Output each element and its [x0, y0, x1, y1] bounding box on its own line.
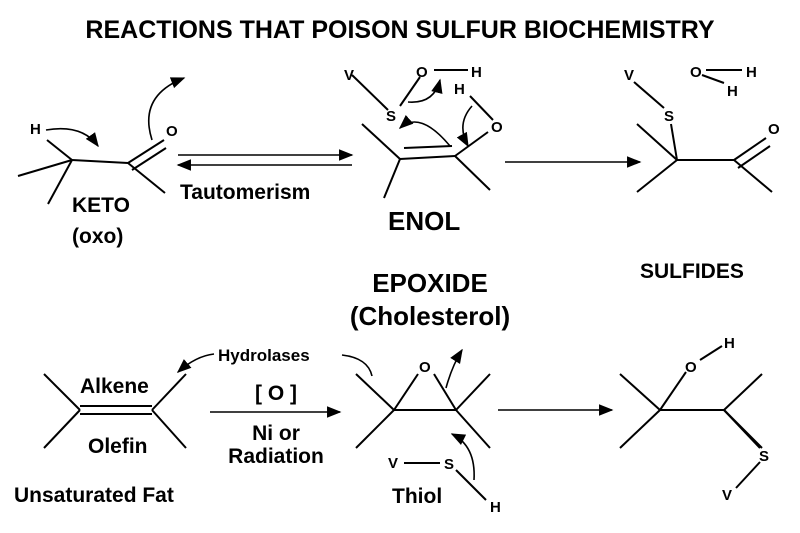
- oxo-label: (oxo): [72, 225, 123, 248]
- equilibrium-arrows: [176, 149, 354, 171]
- thiol-s-atom: S: [444, 456, 454, 473]
- hydrolases-label: Hydrolases: [218, 346, 310, 365]
- alkene-molecule: [43, 353, 215, 449]
- enol-s-atom: S: [386, 108, 396, 125]
- sulfides-label: SULFIDES: [640, 260, 744, 283]
- enol-label: ENOL: [388, 206, 460, 236]
- enol-v-atom: V: [344, 67, 354, 84]
- keto-label: KETO: [72, 194, 130, 217]
- thiol-h-atom: H: [490, 499, 501, 516]
- thiol-label: Thiol: [392, 485, 442, 508]
- water-h2-atom: H: [727, 83, 738, 100]
- enol-molecule: V S O H H O: [344, 64, 503, 199]
- product-v-atom: V: [722, 487, 732, 504]
- enol-h-atom: H: [454, 81, 465, 98]
- thiol-v-atom: V: [388, 455, 398, 472]
- unsaturated-fat-label: Unsaturated Fat: [14, 484, 174, 507]
- oxidant-label: [ O ]: [255, 382, 297, 405]
- enol-water-h-atom: H: [471, 64, 482, 81]
- alkene-label: Alkene: [80, 375, 149, 398]
- diagram-title: REACTIONS THAT POISON SULFUR BIOCHEMISTR…: [85, 16, 715, 44]
- tautomerism-label: Tautomerism: [180, 181, 310, 204]
- product-s-atom: S: [759, 448, 769, 465]
- epoxide-o-atom: O: [419, 359, 431, 376]
- enol-water-o-atom: O: [416, 64, 428, 81]
- water-h1-atom: H: [746, 64, 757, 81]
- keto-molecule: H O: [17, 77, 186, 205]
- water-o-atom: O: [690, 64, 702, 81]
- sulfide-o-atom: O: [768, 121, 780, 138]
- keto-h-atom: H: [30, 121, 41, 138]
- epoxide-molecule: O V S H: [355, 348, 501, 516]
- sulfide-s-atom: S: [664, 108, 674, 125]
- product-o-atom: O: [685, 359, 697, 376]
- olefin-label: Olefin: [88, 435, 148, 458]
- epoxide-label: EPOXIDE: [372, 268, 488, 298]
- keto-o-atom: O: [166, 123, 178, 140]
- sulfide-v-atom: V: [624, 67, 634, 84]
- catalyst-label-1: Ni or: [252, 422, 300, 445]
- sulfide-ketone-molecule: V S O H H O: [624, 64, 780, 193]
- hydrolases-curve: [341, 354, 373, 377]
- enol-o-atom: O: [491, 119, 503, 136]
- thioether-alcohol-molecule: O H S V: [619, 335, 769, 504]
- cholesterol-label: (Cholesterol): [350, 301, 510, 331]
- product-h-atom: H: [724, 335, 735, 352]
- catalyst-label-2: Radiation: [228, 445, 324, 468]
